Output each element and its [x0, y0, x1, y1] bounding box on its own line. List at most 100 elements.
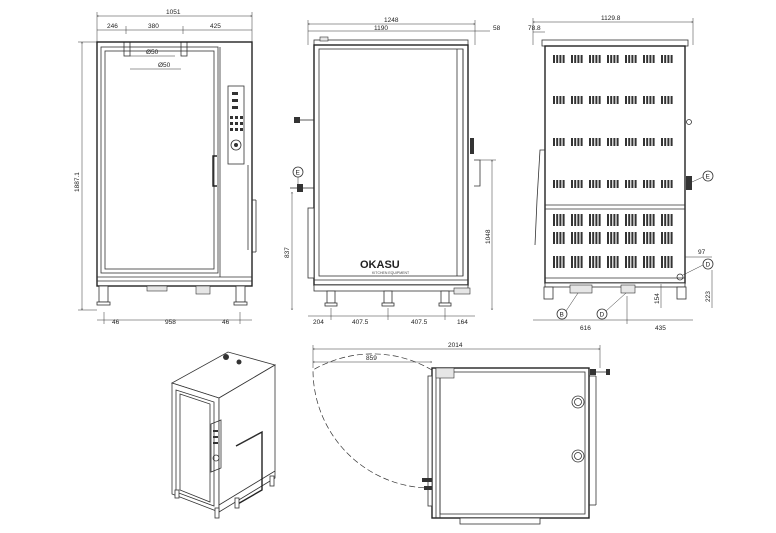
vent-slot	[649, 96, 652, 104]
vent-slot	[574, 232, 577, 244]
vent-slot	[652, 232, 655, 244]
vent-slot	[661, 180, 663, 188]
side-right-offset: 58	[493, 25, 501, 32]
vent-slot	[661, 138, 663, 146]
vent-slot	[661, 232, 663, 244]
vent-slot	[595, 55, 598, 63]
vent-slot	[607, 214, 609, 226]
vent-slot	[562, 96, 565, 104]
plan-view: 2014 859	[312, 342, 610, 525]
vent-slot	[592, 96, 595, 104]
vent-slot	[607, 55, 609, 63]
vent-slot	[574, 256, 577, 268]
vent-slot	[598, 96, 601, 104]
vent-slot	[553, 256, 555, 268]
vent-slot	[649, 138, 652, 146]
vent-slot	[664, 96, 667, 104]
vent-slot	[670, 214, 673, 226]
vent-slot	[634, 96, 637, 104]
front-seg-right: 425	[210, 23, 221, 30]
vent-slot	[595, 256, 598, 268]
front-door-glass	[104, 50, 215, 270]
vent-slot	[553, 96, 555, 104]
vent-slot	[664, 55, 667, 63]
rear-dim-223: 223	[705, 291, 712, 302]
plan-vent-1-icon	[571, 395, 585, 409]
vent-slot	[592, 55, 595, 63]
rear-marker-b-label: B	[560, 312, 564, 319]
vent-slot	[598, 232, 601, 244]
front-door	[100, 46, 219, 274]
vent-slot	[589, 214, 591, 226]
brand-logo: OKASU	[360, 259, 400, 271]
vent-slot	[559, 256, 562, 268]
front-pipe-d2: Ø50	[158, 62, 171, 69]
vent-slot	[553, 180, 555, 188]
vent-slot	[667, 232, 670, 244]
vent-slot	[652, 55, 655, 63]
vent-slot	[556, 232, 559, 244]
vent-slot	[595, 214, 598, 226]
vent-slot	[574, 96, 577, 104]
vent-slot	[667, 55, 670, 63]
vent-slot	[616, 232, 619, 244]
vent-slot	[649, 55, 652, 63]
vent-slot	[598, 138, 601, 146]
vent-slot	[571, 55, 573, 63]
rear-dim-154: 154	[654, 293, 661, 304]
side-marker-e-label: E	[296, 170, 301, 177]
vent-slot	[670, 55, 673, 63]
isometric-view	[170, 351, 277, 519]
rear-marker-d1-label: D	[706, 262, 711, 269]
vent-slot	[577, 55, 580, 63]
rear-width-total: 1129.8	[601, 15, 621, 22]
side-inlet-height: 837	[284, 247, 291, 258]
rear-marker-e-label: E	[706, 174, 711, 181]
vent-slot	[610, 256, 613, 268]
vent-slot	[625, 180, 627, 188]
vent-slot	[649, 232, 652, 244]
vent-slot	[625, 214, 627, 226]
vent-slot	[667, 214, 670, 226]
vent-slot	[553, 214, 555, 226]
side-foot-b: 407.5	[352, 319, 369, 326]
vent-slot	[610, 138, 613, 146]
rear-marker-d1	[702, 258, 714, 270]
side-foot-3	[440, 290, 450, 304]
vent-slot	[646, 232, 649, 244]
vent-slot	[628, 138, 631, 146]
vent-slot	[577, 214, 580, 226]
vent-slot	[556, 180, 559, 188]
vent-slot	[631, 55, 634, 63]
vent-slot	[577, 256, 580, 268]
vent-slot	[646, 180, 649, 188]
vent-slot	[646, 138, 649, 146]
front-view: 1051 246 380 425 Ø50 Ø50 1887.1	[74, 9, 257, 326]
vent-slot	[562, 214, 565, 226]
side-view: 1248 1190 58 E 837 1048	[284, 17, 501, 326]
vent-slot	[556, 55, 559, 63]
rear-dim-616: 616	[580, 325, 591, 332]
vent-slot	[592, 138, 595, 146]
vent-slot	[559, 55, 562, 63]
plan-cabinet	[431, 367, 590, 519]
vent-slot	[634, 138, 637, 146]
plan-vent-2-icon	[571, 449, 585, 463]
vent-slot	[598, 214, 601, 226]
front-control-panel	[227, 85, 245, 165]
vent-slot	[571, 138, 573, 146]
side-foot-a: 204	[313, 319, 324, 326]
front-foot-right-dim: 46	[222, 319, 230, 326]
vent-slot	[652, 180, 655, 188]
vent-slot	[595, 138, 598, 146]
vent-slot	[616, 180, 619, 188]
door-swing-arc	[312, 353, 433, 489]
vent-slot	[634, 180, 637, 188]
vent-slot	[625, 138, 627, 146]
front-foot-left-dim: 46	[112, 319, 120, 326]
vent-slot	[610, 96, 613, 104]
vent-slot	[595, 180, 598, 188]
vent-slot	[664, 256, 667, 268]
front-foot-right	[235, 285, 246, 303]
